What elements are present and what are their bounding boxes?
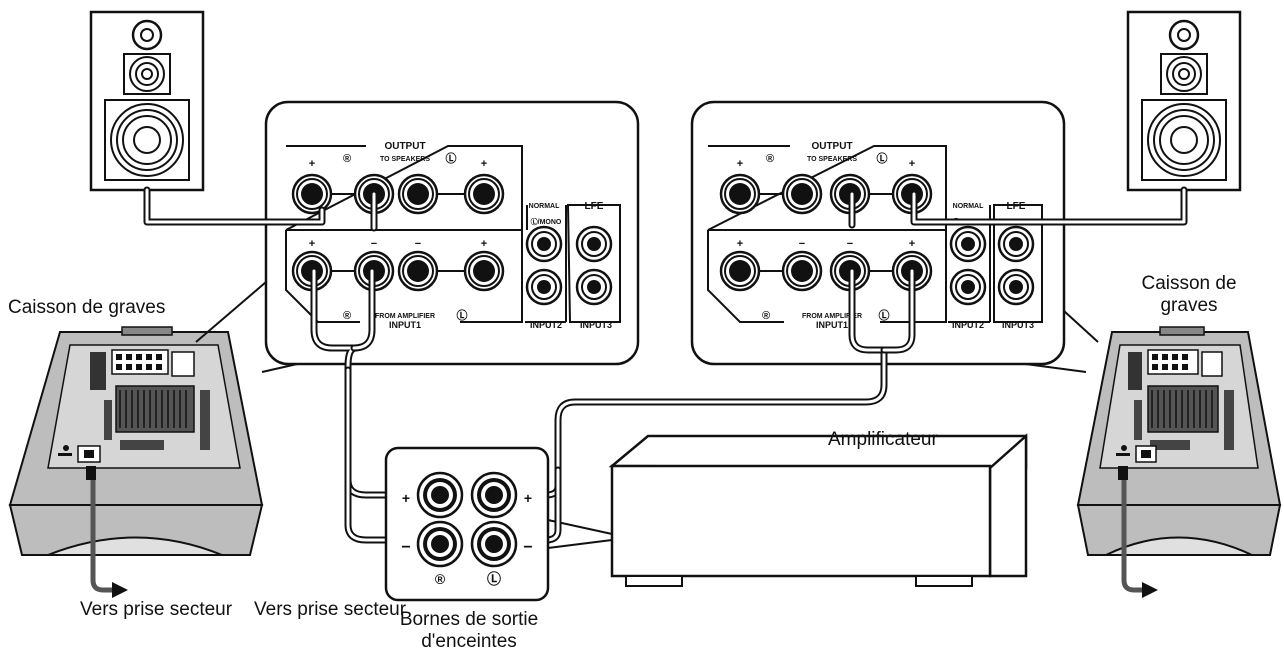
mains-right-label: Vers prise secteur bbox=[254, 599, 407, 620]
r-mark: ® bbox=[435, 571, 446, 587]
amplifier-label: Amplificateur bbox=[828, 429, 938, 450]
plus-mark: + bbox=[481, 158, 487, 170]
r-mark: ® bbox=[766, 153, 774, 165]
plus-mark: + bbox=[481, 238, 487, 250]
l-mark: Ⓛ bbox=[446, 151, 457, 165]
minus-mark: − bbox=[799, 238, 805, 250]
subwoofer-right-label-line1: Caisson de bbox=[1141, 273, 1237, 294]
l-mark: Ⓛ bbox=[877, 151, 888, 165]
plus-mark: + bbox=[909, 238, 915, 250]
minus-mark: − bbox=[415, 238, 421, 250]
lfe-label: LFE bbox=[1007, 201, 1026, 212]
output-label: OUTPUT bbox=[384, 141, 425, 152]
l-mono-label: Ⓛ/MONO bbox=[531, 217, 562, 226]
lfe-label: LFE bbox=[585, 201, 604, 212]
l-mark: Ⓛ bbox=[879, 308, 890, 322]
input3-label: INPUT3 bbox=[1002, 320, 1034, 330]
input2-label: INPUT2 bbox=[952, 320, 984, 330]
rear-panel-right: OUTPUT TO SPEAKERS + ® Ⓛ + + − − + NORMA… bbox=[690, 100, 1066, 366]
from-amplifier-label: FROM AMPLIFIER bbox=[375, 313, 435, 320]
plus-mark: + bbox=[909, 158, 915, 170]
speaker-wires bbox=[143, 186, 1188, 544]
input1-label: INPUT1 bbox=[816, 320, 848, 330]
minus-mark: − bbox=[401, 539, 410, 556]
plus-mark: + bbox=[309, 158, 315, 170]
speaker-terminal-box: + + − − ® Ⓛ bbox=[384, 446, 550, 602]
normal-label: NORMAL bbox=[953, 203, 984, 210]
to-speakers-label: TO SPEAKERS bbox=[380, 156, 430, 163]
mains-left-label: Vers prise secteur bbox=[80, 599, 233, 620]
minus-mark: − bbox=[371, 238, 377, 250]
plus-mark: + bbox=[402, 490, 410, 506]
minus-mark: − bbox=[847, 238, 853, 250]
to-speakers-label: TO SPEAKERS bbox=[807, 156, 857, 163]
speaker-left bbox=[89, 10, 205, 192]
speaker-right bbox=[1126, 10, 1242, 192]
subwoofer-right bbox=[1076, 326, 1282, 598]
r-mark: ® bbox=[343, 310, 351, 322]
plus-mark: + bbox=[309, 238, 315, 250]
l-mark: Ⓛ bbox=[457, 308, 468, 322]
terminals-label-line2: d'enceintes bbox=[421, 631, 517, 652]
from-amplifier-label: FROM AMPLIFIER bbox=[802, 313, 862, 320]
minus-mark: − bbox=[523, 539, 532, 556]
l-mark: Ⓛ bbox=[487, 571, 501, 587]
plus-mark: + bbox=[524, 490, 532, 506]
subwoofer-left bbox=[8, 326, 264, 598]
plus-mark: + bbox=[737, 238, 743, 250]
subwoofer-left-label: Caisson de graves bbox=[8, 297, 166, 318]
normal-label: NORMAL bbox=[529, 203, 560, 210]
terminals-label-line1: Bornes de sortie bbox=[399, 609, 539, 630]
input2-label: INPUT2 bbox=[530, 320, 562, 330]
r-mark: ® bbox=[343, 153, 351, 165]
subwoofer-right-label-line2: graves bbox=[1160, 295, 1218, 316]
input3-label: INPUT3 bbox=[580, 320, 612, 330]
r-mark: ® bbox=[762, 310, 770, 322]
plus-mark: + bbox=[737, 158, 743, 170]
input1-label: INPUT1 bbox=[389, 320, 421, 330]
amplifier-unit bbox=[608, 433, 1028, 587]
rear-panel-left: OUTPUT TO SPEAKERS + ® Ⓛ + + − − + NORMA… bbox=[264, 100, 640, 366]
output-label: OUTPUT bbox=[811, 141, 852, 152]
